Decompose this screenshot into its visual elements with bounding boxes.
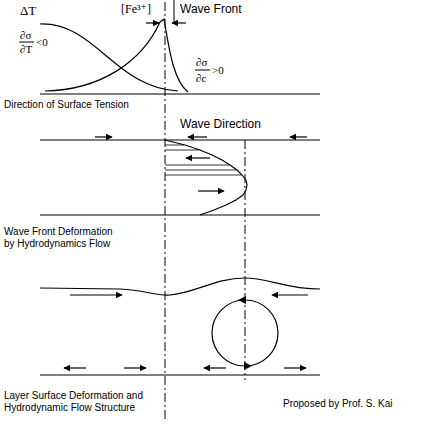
flow-arrow (64, 367, 86, 368)
fraction-denominator: ∂c (196, 72, 206, 85)
layer-line (40, 93, 320, 94)
iron-curve (45, 19, 188, 92)
wave-front-line (174, 0, 175, 22)
fraction-bar (19, 42, 34, 43)
flow-arrow (70, 294, 122, 295)
layer-line (40, 374, 320, 375)
flow-hatching (165, 145, 241, 175)
cell-arrowhead (238, 296, 246, 304)
concentration-symbol: [Fe³⁺] (121, 3, 151, 17)
flow-arrow (186, 157, 210, 158)
flow-arrow (95, 136, 112, 137)
fraction-numerator: ∂σ (196, 56, 207, 69)
flow-arrow (290, 136, 307, 137)
convection-cell (212, 300, 278, 366)
tension-arrow (172, 22, 186, 23)
flow-arrow (284, 367, 306, 368)
bulge-guide (245, 140, 246, 380)
panel-caption: Layer Surface Deformation and Hydrodynam… (4, 390, 164, 413)
flow-arrow (188, 136, 207, 137)
panel-caption: Wave Front Deformation by Hydrodynamics … (4, 226, 119, 249)
layer-line (40, 214, 320, 215)
temperature-symbol: ΔT (20, 4, 36, 19)
deformed-front (165, 140, 247, 215)
wave-direction-label: Wave Direction (180, 118, 261, 132)
fraction-denominator: ∂T (20, 43, 32, 56)
flow-arrow (124, 367, 146, 368)
wave-front-guide (165, 2, 166, 422)
flow-arrow (204, 367, 226, 368)
wave-front-label: Wave Front (180, 3, 242, 17)
flow-arrow (198, 190, 224, 191)
fraction-bar (195, 70, 210, 71)
cell-arrowhead (244, 362, 252, 370)
inequality: >0 (212, 64, 224, 77)
layer-surface (40, 278, 320, 295)
temperature-curve (40, 24, 178, 91)
inequality: <0 (36, 36, 48, 49)
flow-arrow (272, 294, 308, 295)
fraction-numerator: ∂σ (20, 29, 31, 42)
credit-note: Proposed by Prof. S. Kai (283, 398, 393, 410)
tension-arrow (146, 22, 159, 23)
layer-line (40, 139, 320, 140)
panel-caption: Direction of Surface Tension (4, 99, 129, 111)
